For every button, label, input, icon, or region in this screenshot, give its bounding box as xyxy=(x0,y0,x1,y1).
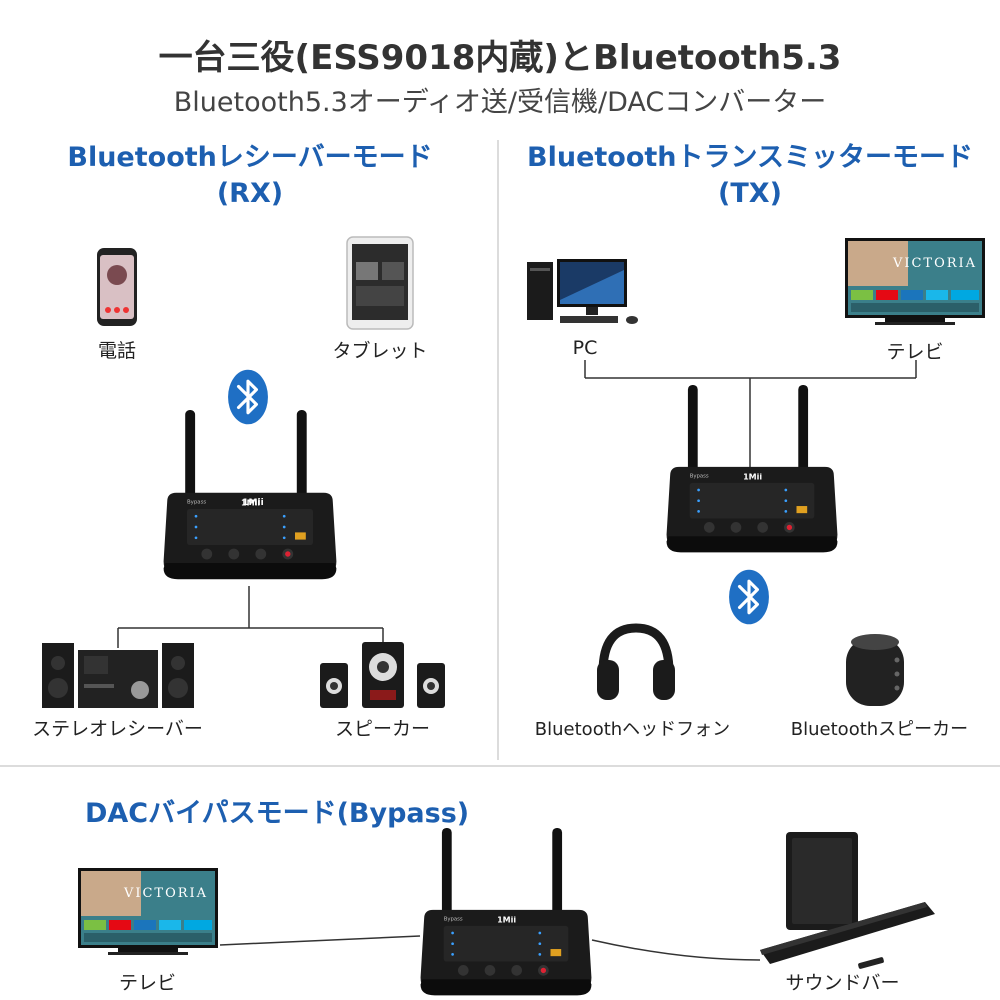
bluetooth-icon-rx xyxy=(227,368,269,426)
tx-title-line2: (TX) xyxy=(718,178,782,209)
tv-icon-bypass xyxy=(78,868,218,955)
horizontal-divider xyxy=(0,765,1000,767)
label-speaker: スピーカー xyxy=(334,718,430,740)
tv-icon-tx xyxy=(845,238,985,325)
speaker-set-icon xyxy=(320,642,445,708)
label-tv-bypass: テレビ xyxy=(118,972,176,994)
pc-icon xyxy=(527,259,638,324)
label-pc: PC xyxy=(572,337,598,359)
soundbar-icon xyxy=(760,832,935,969)
vertical-divider xyxy=(497,140,499,760)
tx-mode-title: Bluetoothトランスミッターモード (TX) xyxy=(500,140,1000,212)
transmitter-device-tx xyxy=(666,385,838,553)
rx-title-line1: Bluetoothレシーバーモード xyxy=(67,142,433,173)
rx-title-line2: (RX) xyxy=(216,178,284,209)
tv-show-title-tx: VICTORIA xyxy=(892,256,977,271)
phone-icon xyxy=(97,248,137,326)
label-bluetooth-speaker: Bluetoothスピーカー xyxy=(790,719,969,740)
label-tv-tx: テレビ xyxy=(886,341,944,363)
label-bluetooth-headphones: Bluetoothヘッドフォン xyxy=(534,719,731,740)
label-phone: 電話 xyxy=(97,340,136,362)
headphones-icon xyxy=(597,623,675,700)
label-soundbar: サウンドバー xyxy=(785,972,900,994)
stereo-receiver-icon xyxy=(42,643,194,708)
rx-mode-title: Bluetoothレシーバーモード (RX) xyxy=(0,140,500,212)
transmitter-device-rx xyxy=(163,410,337,580)
bluetooth-speaker-icon xyxy=(846,634,904,706)
tablet-icon xyxy=(346,236,414,330)
page-subtitle: Bluetooth5.3オーディオ送/受信機/DACコンバーター xyxy=(173,87,827,118)
tx-title-line1: Bluetoothトランスミッターモード xyxy=(527,142,973,173)
page-title: 一台三役(ESS9018内蔵)とBluetooth5.3 xyxy=(158,38,842,78)
label-stereo-receiver: ステレオレシーバー xyxy=(32,718,203,740)
tv-show-title-bypass: VICTORIA xyxy=(123,886,208,901)
bluetooth-icon-tx xyxy=(728,567,770,627)
transmitter-device-bypass xyxy=(420,828,592,996)
bypass-mode-title: DACバイパスモード(Bypass) xyxy=(85,798,470,829)
device-brand-rx: 1Mii xyxy=(242,498,264,508)
label-tablet: タブレット xyxy=(332,340,428,362)
